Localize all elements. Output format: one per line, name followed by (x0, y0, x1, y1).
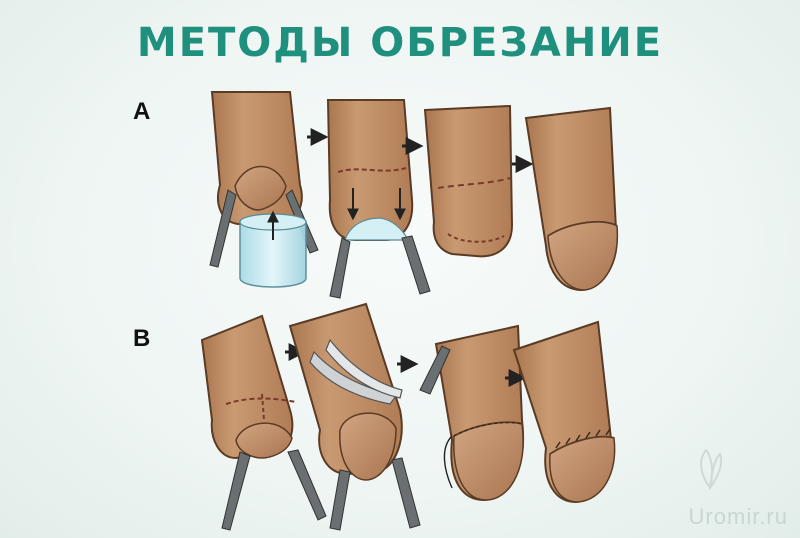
step-b3 (420, 326, 523, 500)
step-a2 (328, 100, 430, 298)
watermark-logo (690, 440, 730, 490)
step-b4 (514, 322, 615, 502)
step-a4 (526, 108, 617, 290)
watermark-text: Uromir.ru (689, 504, 788, 530)
step-a1 (210, 92, 318, 287)
step-a3 (425, 106, 512, 256)
